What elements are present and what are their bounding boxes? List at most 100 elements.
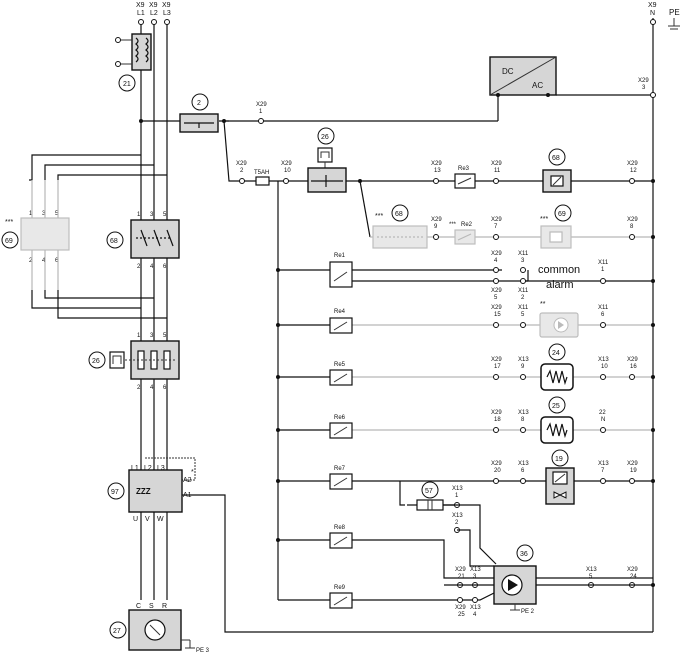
component-68-contactor-rect [130, 219, 180, 259]
relay-re9: Re9 [329, 585, 353, 609]
terminal-x13-8-circle [520, 427, 526, 433]
component-27-compressor: C S R 27 PE 3 [109, 603, 210, 654]
terminal-x29-16: X29 16 [627, 357, 638, 380]
label-97: 97 [111, 489, 119, 496]
component-2-main-switch: 2 [139, 93, 226, 133]
wires-polyline [44, 290, 154, 299]
relay-re1-rect [329, 261, 353, 288]
terminal-x29-17-circle [493, 374, 499, 380]
label-69: 69 [5, 238, 13, 245]
terminal-x29-13-circle [433, 178, 439, 184]
terminal-x29-15-circle [493, 322, 499, 328]
terminal-x13-7-text: X13 [598, 461, 609, 467]
terminal-x29-3: X29 3 [638, 78, 656, 98]
terminal-x29-19-text: X29 [627, 461, 638, 467]
component-68-coil-text: 68 [552, 155, 560, 162]
dc-ac-converter-line [489, 56, 557, 96]
component-26-control-switch-rect [317, 147, 333, 163]
junction-dots-circle [651, 428, 655, 432]
junction-dots-circle [276, 479, 280, 483]
terminal-x29-18-circle [493, 427, 499, 433]
relay-re5-line [333, 373, 348, 383]
terminal-x29-4-text: 4 [494, 258, 498, 264]
component-69-contactor-option-text: 3 [42, 211, 46, 217]
relay-re5: Re5 [329, 362, 353, 386]
terminal-l1 [138, 19, 144, 25]
component-2-main-switch-circle [139, 119, 143, 123]
terminal-x29-8-text: X29 [627, 217, 638, 223]
relay-re6-line [333, 426, 348, 436]
wires-polyline [145, 457, 196, 481]
terminal-x13-4-circle [472, 597, 478, 603]
component-68-contactor-line [153, 229, 161, 247]
terminal-22-n: 22 N [599, 410, 606, 433]
wires-polyline [180, 494, 653, 633]
terminal-x13-8-text: X13 [518, 410, 529, 416]
terminal-l3 [164, 19, 170, 25]
terminal-x11-6-text: 6 [601, 312, 605, 318]
component-97-phase-monitor-text: A1 [183, 492, 192, 499]
terminal-x11-1: X11 1 [598, 260, 609, 284]
component-26-control-switch-rect [307, 167, 347, 193]
terminal-x29-8-text: 8 [630, 224, 634, 230]
wires-polyline [57, 174, 167, 180]
component-97-phase-monitor-rect [128, 469, 183, 513]
terminal-x29-4: X29 4 [491, 251, 502, 273]
component-36-circulation-pump-text: PE 2 [521, 609, 535, 615]
relay-re2-line [457, 233, 472, 241]
terminal-x29-12-text: X29 [627, 161, 638, 167]
terminal-x13-6-text: X13 [518, 461, 529, 467]
component-26-thermal-relay-text: 5 [163, 333, 167, 339]
relay-re8-line [333, 536, 348, 546]
terminal-x29-19-circle [629, 478, 635, 484]
terminal-x29-25-text: X29 [455, 605, 466, 611]
terminal-x13-8-text: 8 [521, 417, 525, 423]
junction-dots-circle [651, 479, 655, 483]
component-21-heater-coil-path [145, 37, 149, 63]
pe-label: PE [669, 8, 680, 17]
component-26-thermal-relay-text: 4 [150, 385, 154, 391]
terminal-x29-2-text: 2 [240, 168, 244, 174]
common-alarm-label-text: common [538, 264, 580, 276]
component-57-capacitor-circle [421, 481, 439, 499]
component-68-contactor-text: 2 [137, 264, 141, 270]
terminal-x11-5: X11 5 [518, 305, 529, 328]
label-2: 2 [197, 100, 201, 107]
top-x9-l1-code: X9 [136, 2, 145, 9]
terminal-x13-7-text: 7 [601, 468, 605, 474]
component-2-main-switch-circle [222, 119, 226, 123]
terminal-x29-20-text: X29 [491, 461, 502, 467]
terminal-x29-1-text: X29 [256, 102, 267, 108]
relay-re6-text: Re6 [334, 415, 346, 421]
terminal-x29-15-text: X29 [491, 305, 502, 311]
component-68-option-text: *** [375, 213, 383, 220]
terminal-x29-20-text: 20 [494, 468, 501, 474]
terminal-x29-17: X29 17 [491, 357, 502, 380]
terminal-x13-9-text: X13 [518, 357, 529, 363]
wires-polyline [359, 180, 371, 238]
component-68-contactor-circle [106, 231, 124, 249]
relay-re4: Re4 [329, 309, 353, 334]
terminal-x29-11: X29 11 [491, 161, 502, 184]
relay-re9-text: Re9 [334, 585, 346, 591]
component-26-thermal-relay-text: 1 [137, 333, 141, 339]
top-l2-label: L2 [150, 10, 158, 17]
relay-re7: Re7 [329, 466, 353, 490]
terminal-x29-7-circle [493, 234, 499, 240]
terminal-x29-11-circle [493, 178, 499, 184]
component-97-phase-monitor-text: L1 [131, 465, 139, 472]
terminal-x29-9-text: 9 [434, 224, 438, 230]
component-69-coil-rect [549, 231, 563, 243]
component-24-heater: 24 [540, 343, 574, 391]
terminal-l2 [151, 19, 157, 25]
junction-dots-circle [276, 268, 280, 272]
relay-re1-text: Re1 [334, 253, 346, 259]
component-19-valve-line [554, 473, 566, 483]
component-69-coil-text: 69 [558, 211, 566, 218]
relay-re3-text: Re3 [458, 166, 470, 172]
component-27-compressor-text: C [136, 603, 141, 610]
terminal-22-n-circle [600, 427, 606, 433]
label-27: 27 [113, 628, 121, 635]
terminal-x11-2-circle [520, 278, 526, 284]
